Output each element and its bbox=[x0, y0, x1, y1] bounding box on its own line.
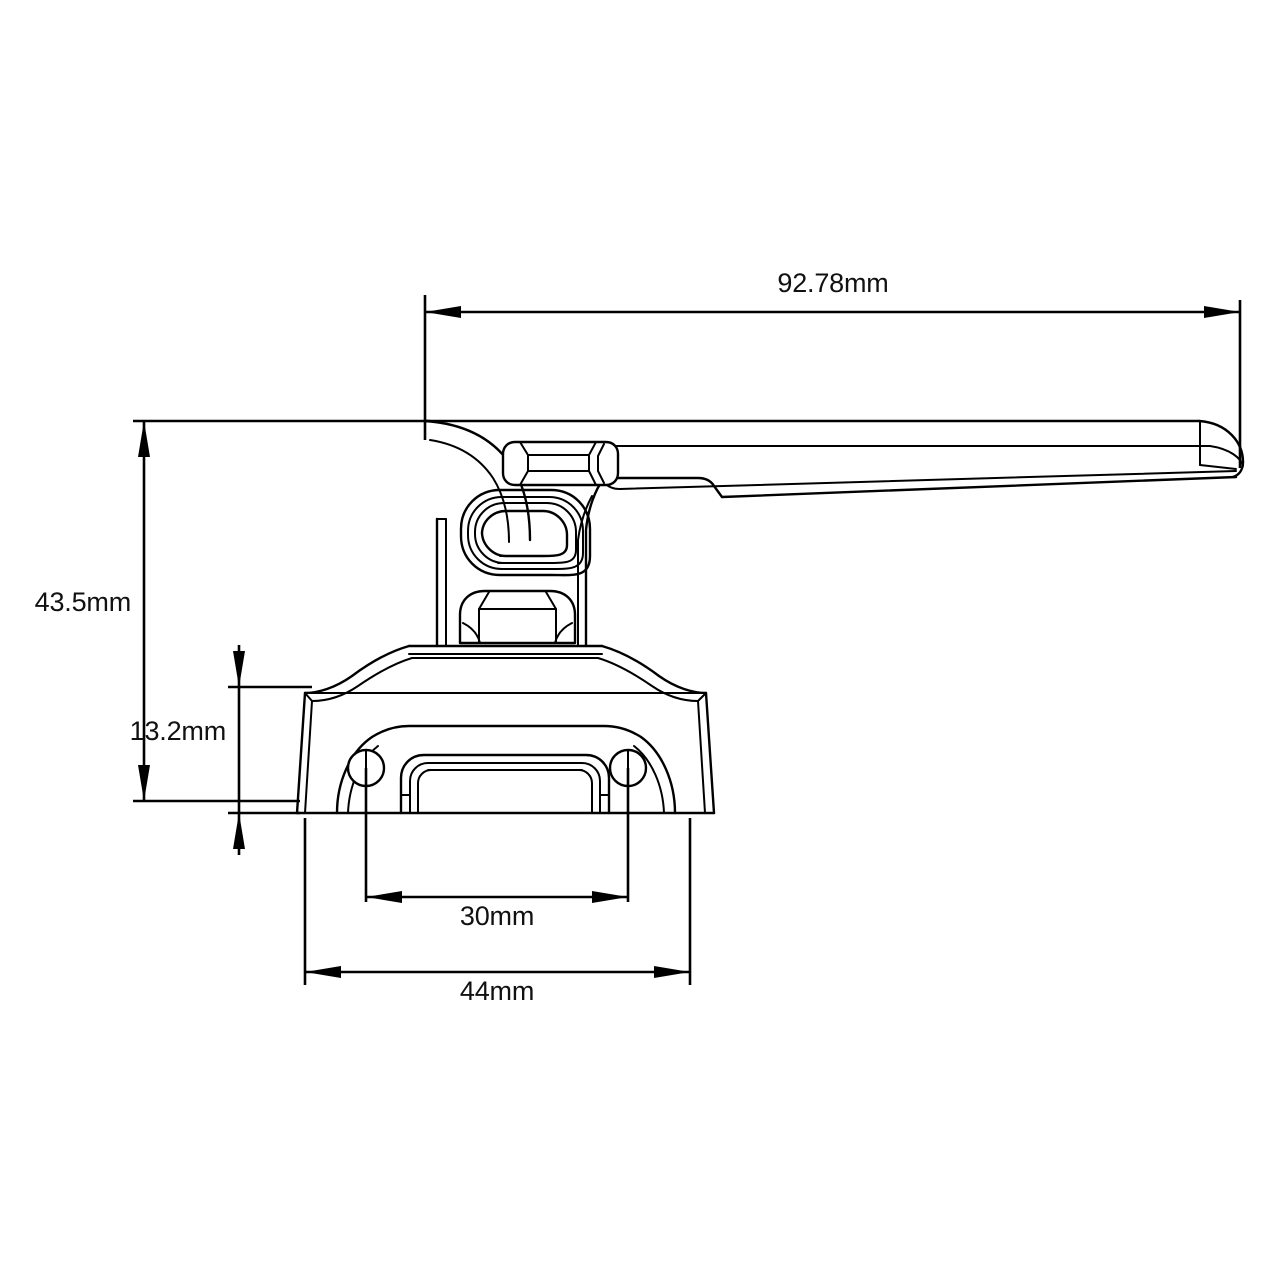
arrow-right bbox=[1204, 306, 1240, 318]
dimension-label-base-height: 13.2mm bbox=[130, 716, 226, 746]
arrow-bottom bbox=[138, 765, 150, 801]
base-recess bbox=[399, 753, 611, 815]
dimension-overall-height: 43.5mm bbox=[35, 419, 430, 803]
arrow-left bbox=[305, 966, 341, 978]
arrow-top bbox=[233, 651, 245, 687]
base-plate bbox=[295, 644, 716, 815]
arrow-bottom bbox=[233, 813, 245, 849]
dimension-label-overall-height: 43.5mm bbox=[35, 587, 131, 617]
lower-boss bbox=[458, 589, 577, 645]
upper-boss bbox=[501, 440, 620, 487]
dimension-base-width: 44mm bbox=[303, 818, 692, 1006]
dimension-label-overall-length: 92.78mm bbox=[777, 268, 888, 298]
lever-arm bbox=[423, 419, 1245, 499]
neck-aperture bbox=[459, 488, 592, 577]
arrow-right bbox=[654, 966, 690, 978]
dimension-screw-centres: 30mm bbox=[364, 768, 630, 931]
dimension-label-base-width: 44mm bbox=[460, 976, 534, 1006]
arrow-top bbox=[138, 421, 150, 457]
dimension-base-height: 13.2mm bbox=[130, 645, 312, 855]
part-geometry bbox=[295, 419, 1245, 815]
arrow-right bbox=[592, 891, 628, 903]
arrow-left bbox=[366, 891, 402, 903]
arrow-left bbox=[425, 306, 461, 318]
dimension-label-screw-centres: 30mm bbox=[460, 901, 534, 931]
dimension-overall-length: 92.78mm bbox=[423, 268, 1242, 468]
